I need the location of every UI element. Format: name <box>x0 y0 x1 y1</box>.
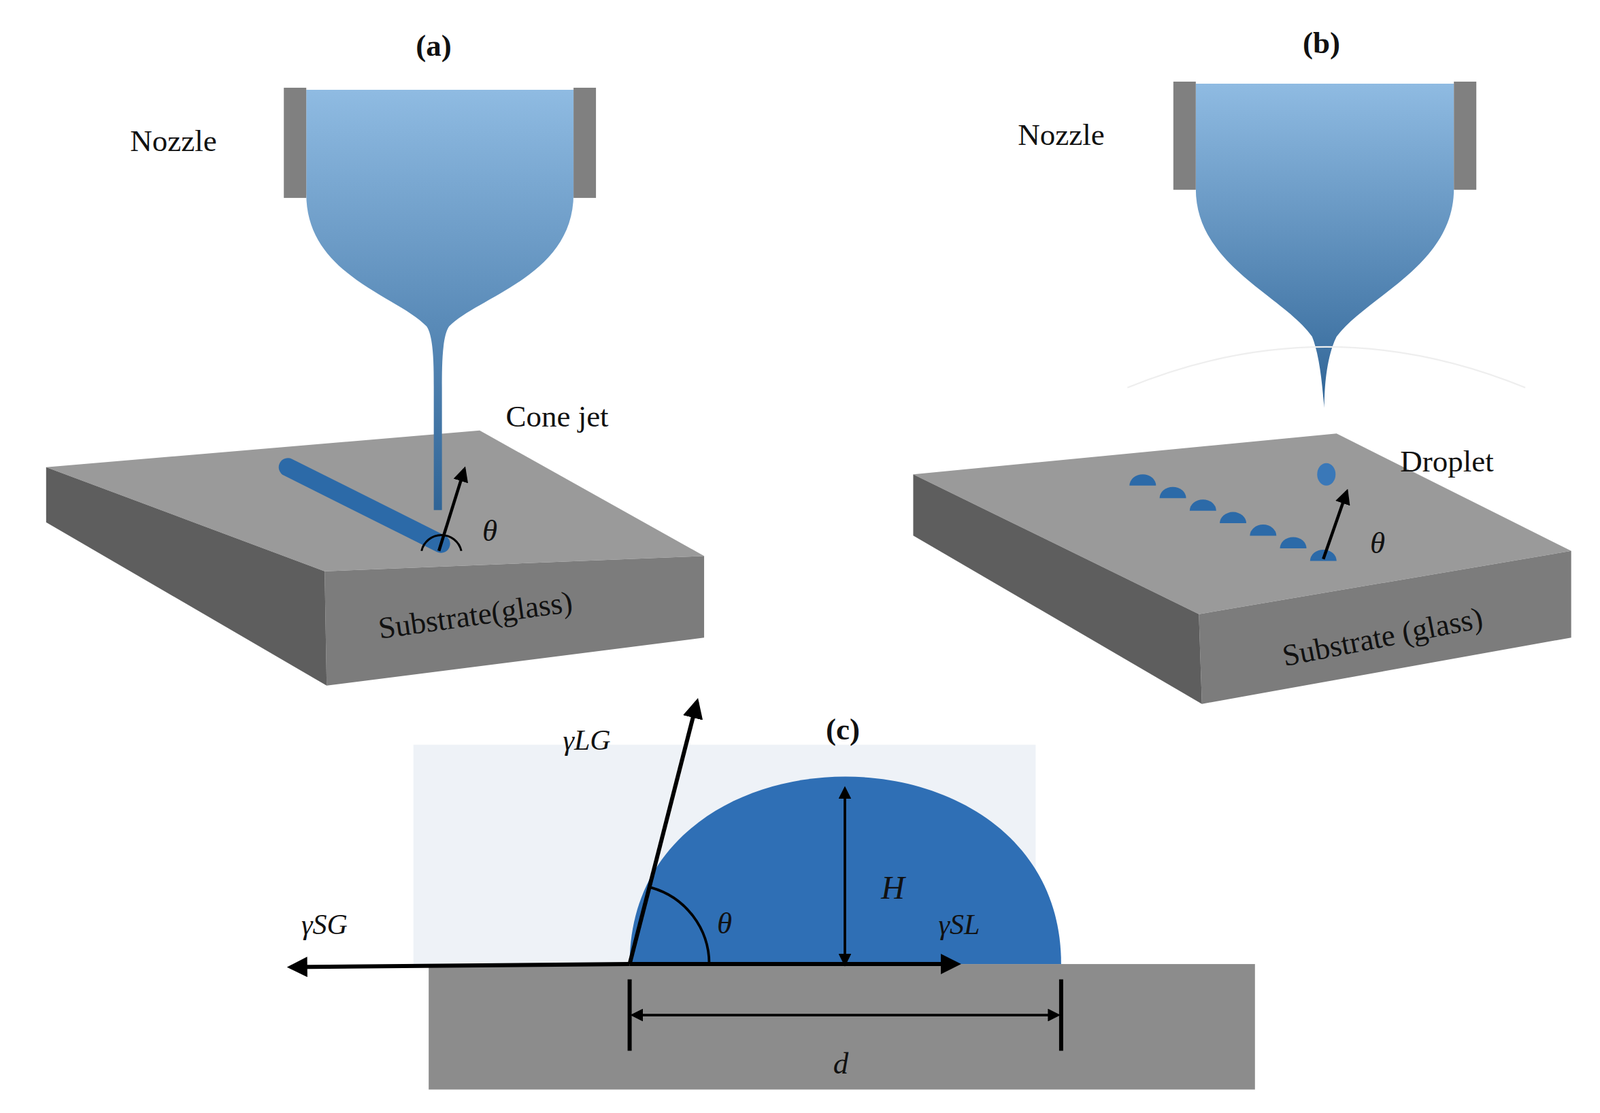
force-label: γLG <box>562 725 611 755</box>
angle-label: θ <box>1370 527 1386 559</box>
angle-label: θ <box>717 908 732 939</box>
dimension-label: H <box>880 871 905 905</box>
panel-letter: (a) <box>415 30 452 62</box>
panel-letter: (b) <box>1302 27 1341 59</box>
part-name: Nozzle <box>1017 119 1105 151</box>
part-name: Cone jet <box>505 401 609 432</box>
part-name: Droplet <box>1400 446 1494 477</box>
panel-letter: (c) <box>825 714 860 745</box>
force-label: γSL <box>938 910 981 939</box>
force-label: γSG <box>301 910 348 939</box>
dimension-label: d <box>833 1048 849 1079</box>
angle-label: θ <box>482 515 498 547</box>
part-name: Nozzle <box>129 125 217 157</box>
